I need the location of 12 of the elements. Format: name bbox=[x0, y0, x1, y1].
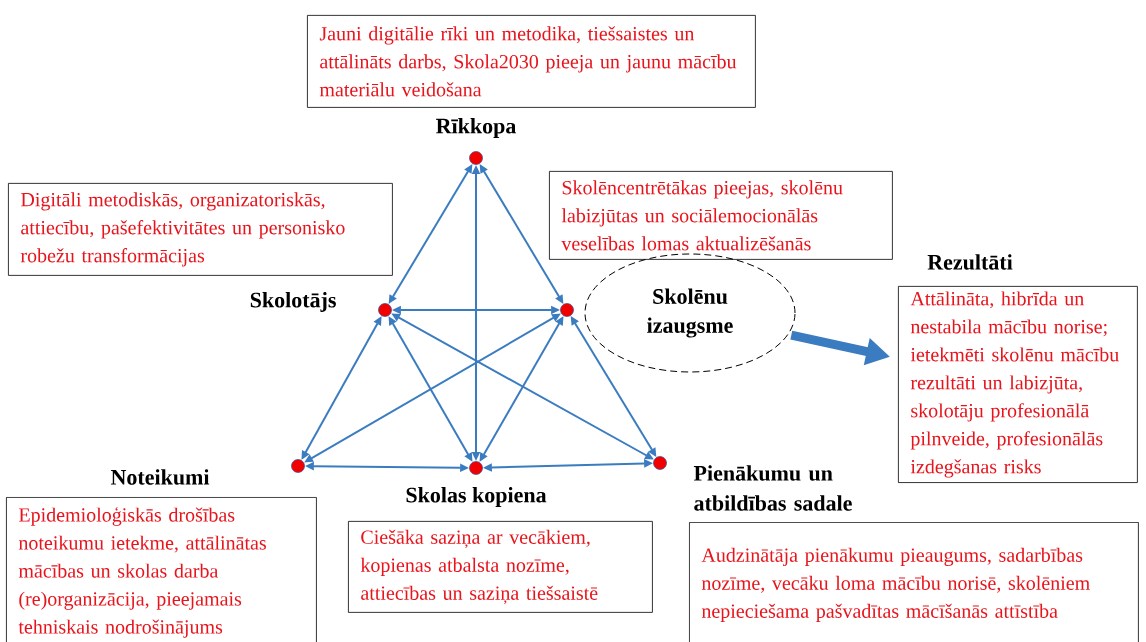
text-box: Epidemioloģiskās drošības noteikumu ietekme, attālinātas mācības un skolas darba (re)organizācija, pieejamais tehniskais nodrošinājums bbox=[6, 497, 317, 642]
label: Skolas kopiena bbox=[406, 487, 547, 507]
label: Pienākumu un atbildības sadale bbox=[693, 465, 852, 511]
text-box: Skolēncentrētākas pieejas, skolēnu labizjūtas un sociālemocionālās veselības lomas aktualizēšanās bbox=[549, 171, 893, 260]
heading: Rezultāti bbox=[927, 254, 1013, 270]
text-box: Ciešāka saziņa ar vecākiem, kopienas atbalsta nozīme, attiecības un saziņa tiešsaistē bbox=[348, 521, 653, 613]
text-box: Attālināta, hibrīda un nestabila mācību norise; ietekmēti skolēnu mācību rezultāti un labizjūta, skolotāju profesionālā pilnveide, profesionālās izdegšanas risks bbox=[898, 286, 1138, 483]
text-box: Audzinātāja pienākumu pieaugums, sadarbības nozīme, vecāku loma mācību norisē, skolēniem nepieciešama pašvadītas mācīšanās attīstība bbox=[689, 522, 1139, 642]
label: Rīkkopa bbox=[436, 118, 516, 138]
label: Skolotājs bbox=[250, 292, 336, 312]
text-box: Jauni digitālie rīki un metodika, tiešsaistes un attālināts darbs, Skola2030 pieeja un jaunu mācību materiālu veidošana bbox=[307, 15, 756, 108]
text-box: Digitāli metodiskās, organizatoriskās, attiecību, pašefektivitātes un personisko robežu transformācijas bbox=[8, 183, 393, 276]
